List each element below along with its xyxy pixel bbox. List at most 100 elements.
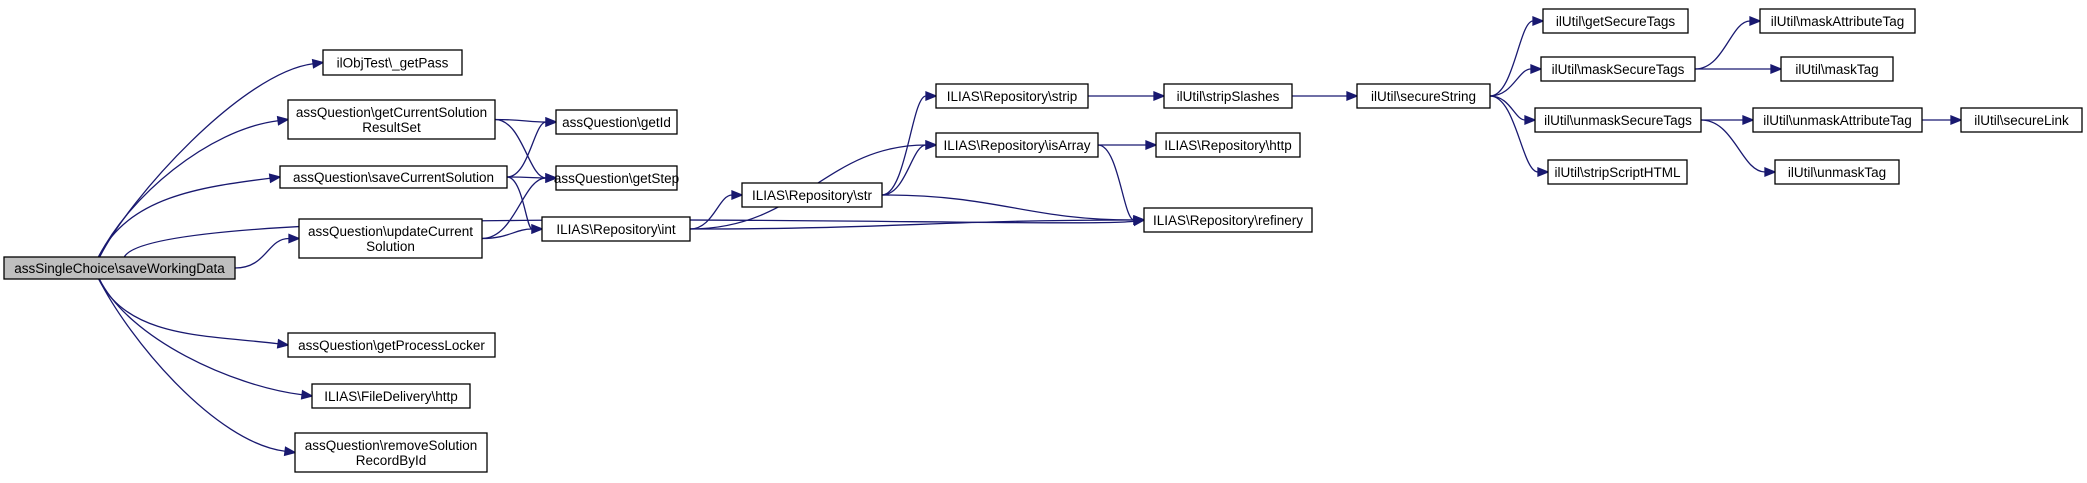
node-ilias-repository-refinery[interactable]: ILIAS\Repository\refinery [1143,207,1313,233]
edge-assquestion-updatecurrentsolution-to-ilias-repository-int [481,224,544,240]
edge-line [494,118,547,123]
node-label: ilUtil\stripScriptHTML [1554,165,1681,180]
edge-line [99,63,314,258]
edge-line [494,118,547,179]
node-asssinglechoice-saveworkingdata[interactable]: assSingleChoice\saveWorkingData [3,256,236,280]
node-label: ilUtil\unmaskTag [1788,165,1886,180]
node-ilutil-unmasksecuretags[interactable]: ilUtil\unmaskSecureTags [1534,107,1702,133]
edge-arrowhead [925,140,938,150]
edge-arrowhead [731,190,744,200]
edge-line [506,176,547,179]
edge-asssinglechoice-saveworkingdata-to-assquestion-removesolutionrecordbyid [98,278,297,457]
edge-line [1489,95,1539,173]
node-ilobjtest-getpass[interactable]: ilObjTest\_getPass [322,49,463,76]
node-label: ilObjTest\_getPass [337,56,449,71]
node-label: ILIAS\Repository\str [752,188,873,203]
edge-line [1694,20,1751,70]
node-ilutil-securelink[interactable]: ilUtil\secureLink [1960,107,2083,133]
node-label: ilUtil\getSecureTags [1556,14,1676,29]
node-assquestion-savecurrentsolution[interactable]: assQuestion\saveCurrentSolution [279,165,508,189]
node-box [1752,107,1923,133]
edge-line [881,95,927,196]
node-ilutil-unmaskattributetag[interactable]: ilUtil\unmaskAttributeTag [1752,107,1923,133]
edge-arrowhead [283,446,297,457]
node-assquestion-getstep[interactable]: assQuestion\getStep [554,165,679,191]
edge-arrowhead [1950,115,1963,125]
node-box [3,256,236,280]
edge-line [689,194,733,230]
node-box [1155,132,1301,158]
node-ilutil-unmasktag[interactable]: ilUtil\unmaskTag [1774,159,1900,185]
node-ilutil-stripscripthtml[interactable]: ilUtil\stripScriptHTML [1547,159,1688,185]
node-label: assQuestion\getProcessLocker [298,338,485,353]
edge-line [881,194,1135,221]
edge-line [1489,95,1526,121]
node-ilutil-maskattributetag[interactable]: ilUtil\maskAttributeTag [1759,8,1916,34]
node-ilias-repository-int[interactable]: ILIAS\Repository\int [541,216,691,242]
node-label: ilUtil\unmaskAttributeTag [1763,113,1912,128]
edge-asssinglechoice-saveworkingdata-to-assquestion-getcurrentsolutionresultset [98,115,290,258]
edge-line [1489,20,1534,97]
edge-line [689,219,1135,230]
node-label: ILIAS\Repository\http [1164,138,1292,153]
node-ilutil-masksecuretags[interactable]: ilUtil\maskSecureTags [1540,56,1696,82]
edge-assquestion-savecurrentsolution-to-assquestion-getid [506,117,558,178]
edge-ilutil-stripslashes-to-ilutil-securestring [1292,91,1359,101]
node-box [322,49,463,76]
edge-arrowhead [1524,115,1537,125]
edge-arrowhead [268,173,282,184]
node-assquestion-getprocesslocker[interactable]: assQuestion\getProcessLocker [287,332,496,358]
edge-ilias-repository-strip-to-ilutil-stripslashes [1088,91,1166,101]
node-box [1356,83,1491,109]
edge-line [97,177,271,258]
node-ilutil-getsecuretags[interactable]: ilUtil\getSecureTags [1542,8,1689,34]
node-ilias-repository-str[interactable]: ILIAS\Repository\str [741,182,883,208]
node-label: assQuestion\getStep [554,171,679,186]
node-ilutil-stripslashes[interactable]: ilUtil\stripSlashes [1163,83,1293,109]
node-ilutil-masktag[interactable]: ilUtil\maskTag [1780,56,1894,82]
node-box [541,216,691,242]
edge-ilutil-masksecuretags-to-ilutil-maskattributetag [1694,16,1762,70]
edge-line [234,237,290,269]
edge-ilias-repository-int-to-ilias-repository-str [689,190,744,230]
edge-line [1097,144,1135,221]
node-label: Solution [366,239,415,254]
edge-line [98,278,286,452]
node-ilias-repository-isarray[interactable]: ILIAS\Repository\isArray [935,132,1099,158]
node-box [279,165,508,189]
edge-arrowhead [276,115,290,126]
node-box [1534,107,1702,133]
edge-ilias-repository-isarray-to-ilias-repository-refinery [1097,144,1146,225]
node-ilutil-securestring[interactable]: ilUtil\secureString [1356,83,1491,109]
edge-arrowhead [1742,115,1755,125]
edge-ilias-repository-isarray-to-ilias-repository-http [1098,140,1158,150]
node-box [298,218,483,259]
node-label: ilUtil\maskSecureTags [1552,62,1685,77]
node-box [1759,8,1916,34]
node-label: ilUtil\unmaskSecureTags [1544,113,1692,128]
edge-arrowhead [531,224,544,234]
node-ilias-repository-strip[interactable]: ILIAS\Repository\strip [935,83,1089,109]
node-ilias-repository-http[interactable]: ILIAS\Repository\http [1155,132,1301,158]
edge-line [506,121,547,178]
node-box [287,332,496,358]
node-box [741,182,883,208]
node-label: assQuestion\saveCurrentSolution [293,170,494,185]
node-label: assQuestion\getId [562,115,671,130]
edge-arrowhead [1133,215,1146,225]
node-label: ILIAS\FileDelivery\http [324,389,458,404]
edge-line [1700,119,1766,173]
edge-arrowhead [288,233,301,244]
node-label: ILIAS\Repository\isArray [943,138,1090,153]
node-label: assQuestion\getCurrentSolution [296,105,487,120]
node-ilias-filedelivery-http[interactable]: ILIAS\FileDelivery\http [311,383,471,409]
edge-ilutil-unmaskattributetag-to-ilutil-securelink [1922,115,1963,125]
node-label: ResultSet [362,120,421,135]
edge-arrowhead [1153,91,1166,101]
node-assquestion-getid[interactable]: assQuestion\getId [555,109,678,135]
node-box [1780,56,1894,82]
